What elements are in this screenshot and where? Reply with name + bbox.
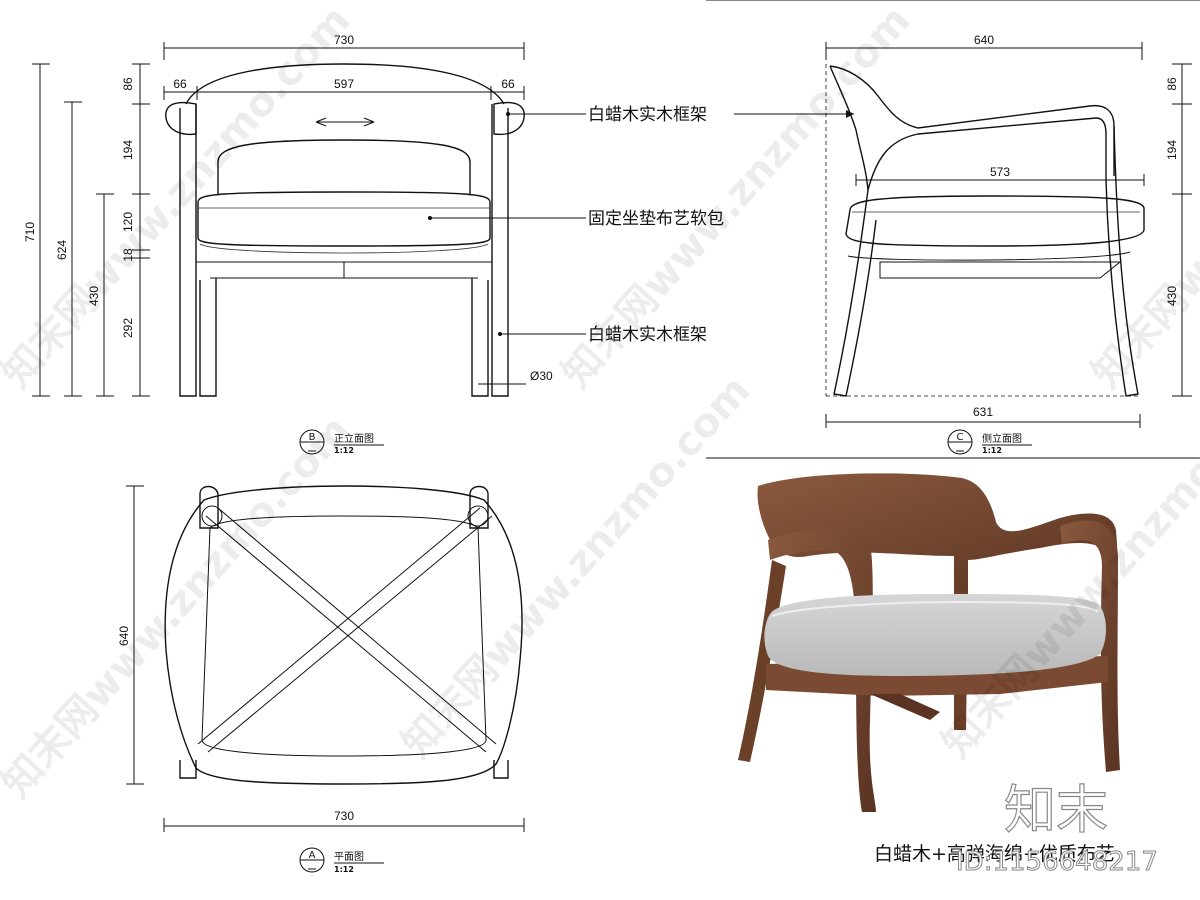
front-leg-right-inner bbox=[471, 278, 489, 397]
plan-brace-2 bbox=[197, 507, 493, 753]
front-dim-18: 18 bbox=[121, 248, 135, 262]
caption-front: B 正立面图 1:12 bbox=[299, 429, 384, 455]
front-dim-730: 730 bbox=[334, 33, 354, 47]
front-dim-597: 597 bbox=[334, 77, 354, 91]
side-front-leg bbox=[1105, 125, 1139, 397]
front-view: 730 66 597 66 710 624 430 86 194 120 18 bbox=[23, 33, 724, 455]
front-dim-624: 624 bbox=[55, 240, 69, 260]
front-dim-66-right: 66 bbox=[501, 77, 515, 91]
front-dim-292: 292 bbox=[121, 318, 135, 338]
front-dim-120: 120 bbox=[121, 212, 135, 232]
plan-outline bbox=[164, 485, 523, 785]
caption-side: C 侧立面图 1:12 bbox=[947, 429, 1032, 455]
caption-side-scale: 1:12 bbox=[982, 446, 1002, 455]
side-dim-640: 640 bbox=[974, 33, 994, 47]
svg-text:A: A bbox=[309, 850, 316, 861]
svg-text:B: B bbox=[309, 432, 316, 443]
label-cushion: 固定坐垫布艺软包 bbox=[588, 209, 724, 229]
image-id: ID:1156648217 bbox=[956, 847, 1158, 877]
side-dim-631: 631 bbox=[973, 405, 993, 419]
side-dim-86: 86 bbox=[1165, 77, 1179, 91]
plan-dim-730: 730 bbox=[334, 809, 354, 823]
svg-text:C: C bbox=[957, 432, 964, 443]
front-dim-dia: Ø30 bbox=[530, 369, 553, 383]
caption-side-title: 侧立面图 bbox=[982, 432, 1022, 445]
caption-plan-title: 平面图 bbox=[334, 851, 364, 863]
plan-dim-640: 640 bbox=[117, 626, 131, 646]
caption-front-scale: 1:12 bbox=[334, 446, 354, 455]
front-leg-left-inner bbox=[199, 278, 217, 397]
front-dim-86: 86 bbox=[121, 77, 135, 91]
side-dim-430: 430 bbox=[1165, 286, 1179, 306]
front-dim-710: 710 bbox=[23, 222, 37, 242]
front-back-panel bbox=[217, 139, 471, 194]
plan-view: 640 730 A 平面图 1:12 bbox=[117, 485, 525, 874]
caption-plan: A 平面图 1:12 bbox=[299, 847, 384, 874]
side-view: 640 86 194 430 573 631 bbox=[706, 0, 1200, 459]
svg-text:知末网www.znzmo.com: 知末网www.znzmo.com bbox=[553, 0, 919, 397]
znzmo-logo: 知末 bbox=[1004, 781, 1108, 841]
material-caption: 白蜡木+高弹海绵+优质布艺 bbox=[874, 843, 1115, 865]
side-back-leg bbox=[833, 189, 877, 397]
side-dim-573: 573 bbox=[990, 165, 1010, 179]
side-back-arm bbox=[829, 65, 1115, 176]
front-seat-frame bbox=[196, 261, 492, 279]
front-dim-66-left: 66 bbox=[173, 77, 187, 91]
side-dim-194: 194 bbox=[1165, 140, 1179, 160]
front-backrest-top bbox=[185, 63, 505, 105]
side-seat-cushion bbox=[845, 195, 1145, 247]
svg-text:知末网www.znzmo.com: 知末网www.znzmo.com bbox=[0, 407, 359, 806]
front-dim-194: 194 bbox=[121, 140, 135, 160]
side-seat-frame bbox=[879, 261, 1122, 279]
plan-seat bbox=[201, 515, 487, 757]
front-seat-cushion bbox=[197, 191, 491, 247]
svg-text:知末网www.znzmo.com: 知末网www.znzmo.com bbox=[393, 367, 759, 766]
front-arm-left bbox=[165, 101, 197, 136]
chair-photo bbox=[738, 473, 1120, 812]
caption-plan-scale: 1:12 bbox=[334, 865, 354, 874]
svg-text:知末网www.znzmo.com: 知末网www.znzmo.com bbox=[933, 367, 1200, 766]
front-arm-right bbox=[493, 101, 525, 136]
plan-brace-1 bbox=[205, 507, 497, 753]
front-leg-right-outer bbox=[491, 104, 509, 397]
label-frame-bottom: 白蜡木实木框架 bbox=[588, 325, 707, 345]
caption-front-title: 正立面图 bbox=[334, 432, 374, 445]
label-frame-top: 白蜡木实木框架 bbox=[588, 105, 707, 125]
front-leg-left-outer bbox=[179, 104, 197, 397]
front-dim-430: 430 bbox=[87, 286, 101, 306]
